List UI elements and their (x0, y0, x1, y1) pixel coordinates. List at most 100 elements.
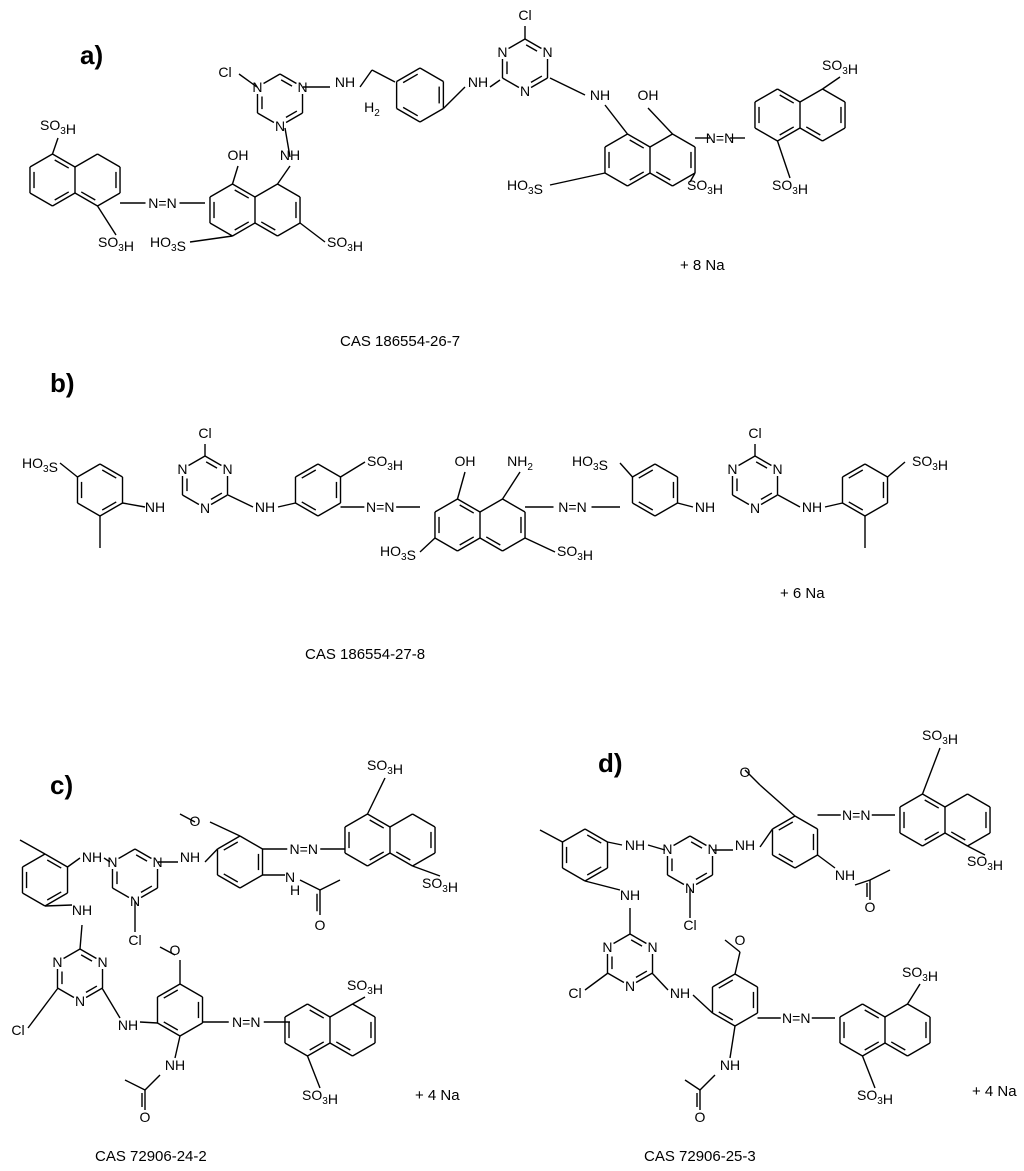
bond (122, 502, 146, 508)
bond (101, 501, 117, 511)
bond (285, 110, 298, 118)
bond (254, 222, 278, 237)
counterion-d: + 4 Na (972, 1083, 1017, 1100)
triazine-nitrogen: N (200, 500, 210, 516)
bond (695, 872, 708, 880)
atom-label: NH (165, 1057, 185, 1073)
bond (85, 987, 103, 999)
bond (140, 887, 158, 899)
bond (732, 494, 750, 506)
bond (673, 835, 691, 847)
bond (862, 1003, 886, 1018)
bond (502, 537, 526, 552)
bond (530, 77, 548, 89)
bond (309, 1041, 325, 1051)
bond (74, 153, 98, 168)
atom-label: SO3H (422, 875, 458, 895)
bond (67, 857, 81, 868)
bond (284, 127, 291, 158)
bond (839, 1042, 863, 1057)
bond (695, 874, 713, 886)
bond (779, 126, 795, 136)
counterion-a: + 8 Na (680, 257, 725, 274)
bond (434, 537, 458, 552)
bond (689, 172, 696, 183)
bond (489, 79, 501, 88)
bond (459, 504, 475, 514)
bond (44, 892, 68, 907)
bond (677, 502, 694, 508)
bond (649, 133, 673, 148)
bond (907, 1042, 931, 1057)
bond (366, 777, 386, 815)
bond (44, 904, 73, 907)
bond (712, 973, 736, 988)
bond (260, 221, 276, 231)
bond (692, 994, 713, 1014)
bond (317, 463, 341, 478)
bond (744, 769, 761, 786)
bond (367, 852, 391, 867)
bond (54, 191, 70, 201)
bond (794, 815, 818, 830)
bond (51, 137, 59, 155)
azo-linkage: N=N (232, 1014, 260, 1030)
bond (412, 865, 441, 877)
atom-label: SO3H (687, 177, 723, 197)
bond (689, 835, 707, 847)
atom-label: H2 (364, 99, 380, 119)
panel-label-c: c) (50, 770, 74, 800)
bond (854, 879, 871, 886)
atom-label: SO3H (98, 234, 134, 254)
bond (586, 866, 602, 876)
bond (777, 127, 801, 142)
bond (755, 461, 768, 469)
bond (204, 848, 218, 863)
bond (352, 996, 366, 1005)
azo-linkage: N=N (290, 841, 318, 857)
bond (604, 133, 628, 148)
triazine-nitrogen: N (75, 993, 85, 1009)
atom-label: NH (145, 499, 165, 515)
bond (967, 832, 991, 847)
bond (778, 821, 794, 831)
atom-label: NH (625, 837, 645, 853)
bond (189, 235, 233, 243)
bond (329, 1042, 353, 1057)
bond (924, 831, 940, 841)
bond (864, 1041, 880, 1051)
bond (922, 793, 946, 808)
bond (635, 972, 653, 984)
bond (344, 813, 368, 828)
atom-label: SO3H (922, 727, 958, 747)
bond (525, 44, 538, 52)
bond (217, 835, 241, 850)
bond (459, 536, 475, 546)
bond (22, 853, 46, 868)
bond (647, 844, 666, 851)
bond (434, 498, 458, 513)
bond (124, 1079, 146, 1091)
bond (924, 799, 940, 809)
atom-label: SO3H (40, 117, 76, 137)
bond (238, 73, 258, 88)
bond (738, 455, 756, 467)
bond (501, 471, 521, 500)
bond (309, 1009, 325, 1019)
bond (684, 1079, 701, 1091)
bond (277, 183, 301, 198)
bond (319, 879, 341, 891)
bond (22, 892, 46, 907)
bond (140, 885, 153, 893)
bond (101, 987, 121, 1019)
atom-label: NH2 (507, 453, 533, 473)
bond (210, 494, 228, 506)
bond (654, 502, 678, 517)
bond (799, 127, 823, 142)
triazine-nitrogen: N (107, 854, 117, 870)
atom-label: NH (695, 499, 715, 515)
bond (777, 88, 801, 103)
bond (299, 222, 326, 243)
